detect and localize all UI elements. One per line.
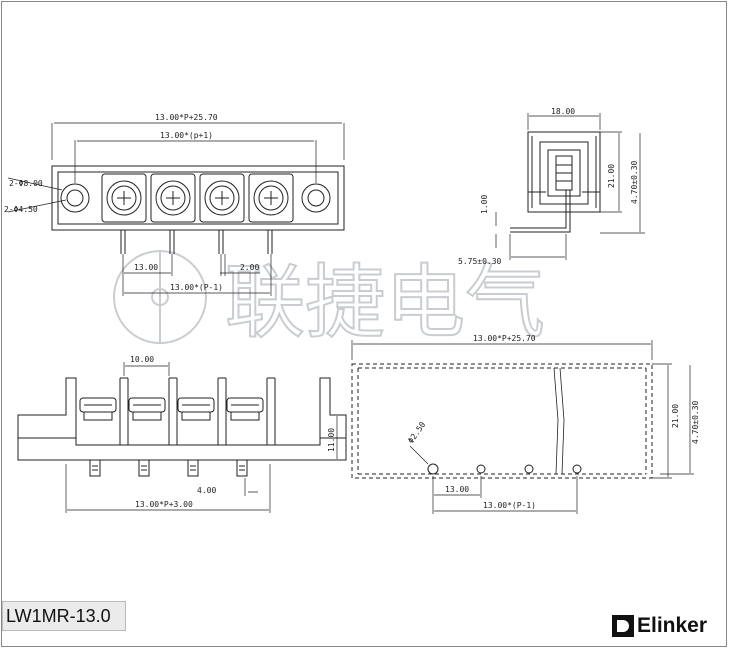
brand-logo: Elinker xyxy=(612,613,707,639)
dim-pcb-pin-length: 4.70±0.30 xyxy=(691,400,700,444)
dim-hole-4-5: 2-Φ4.50 xyxy=(4,205,38,214)
side-view xyxy=(495,113,645,260)
dim-top-total: 13.00*P+25.70 xyxy=(155,113,218,122)
watermark-text: 联捷电气 xyxy=(225,256,545,349)
dim-side-width: 18.00 xyxy=(551,107,575,116)
dim-side-pin-length: 4.70±0.30 xyxy=(630,160,639,204)
dim-barrier-gap: 10.00 xyxy=(130,355,154,364)
pcb-layout-view xyxy=(351,340,694,514)
dim-pin-span: 13.00*(P-1) xyxy=(170,283,223,292)
dim-front-height: 11.00 xyxy=(327,428,336,452)
watermark: 联捷电气 xyxy=(113,250,546,350)
dim-pitch: 13.00 xyxy=(134,263,158,272)
dim-pcb-height: 21.00 xyxy=(671,404,680,428)
dim-pcb-pitch: 13.00 xyxy=(445,485,469,494)
dim-front-total: 13.00*P+3.00 xyxy=(135,500,193,509)
top-view xyxy=(7,122,345,296)
dim-hole-8: 2-Φ8.00 xyxy=(9,179,43,188)
brand-mark-icon xyxy=(612,615,634,637)
front-view xyxy=(17,362,347,513)
brand-name: Elinker xyxy=(637,614,708,637)
dim-side-height: 21.00 xyxy=(607,164,616,188)
dim-front-pin-offset: 4.00 xyxy=(197,486,216,495)
dim-pcb-pin-span: 13.00*(P-1) xyxy=(483,501,536,510)
dim-pcb-hole: Φ2.50 xyxy=(406,420,427,445)
dim-pin-width: 2.00 xyxy=(240,263,259,272)
dim-top-inner: 13.00*(p+1) xyxy=(160,131,213,140)
dim-side-pin-height: 1.00 xyxy=(480,195,489,214)
dim-pcb-total: 13.00*P+25.70 xyxy=(473,334,536,343)
dim-side-pin-offset: 5.75±0.30 xyxy=(458,257,502,266)
model-label: LW1MR-13.0 xyxy=(2,601,126,631)
